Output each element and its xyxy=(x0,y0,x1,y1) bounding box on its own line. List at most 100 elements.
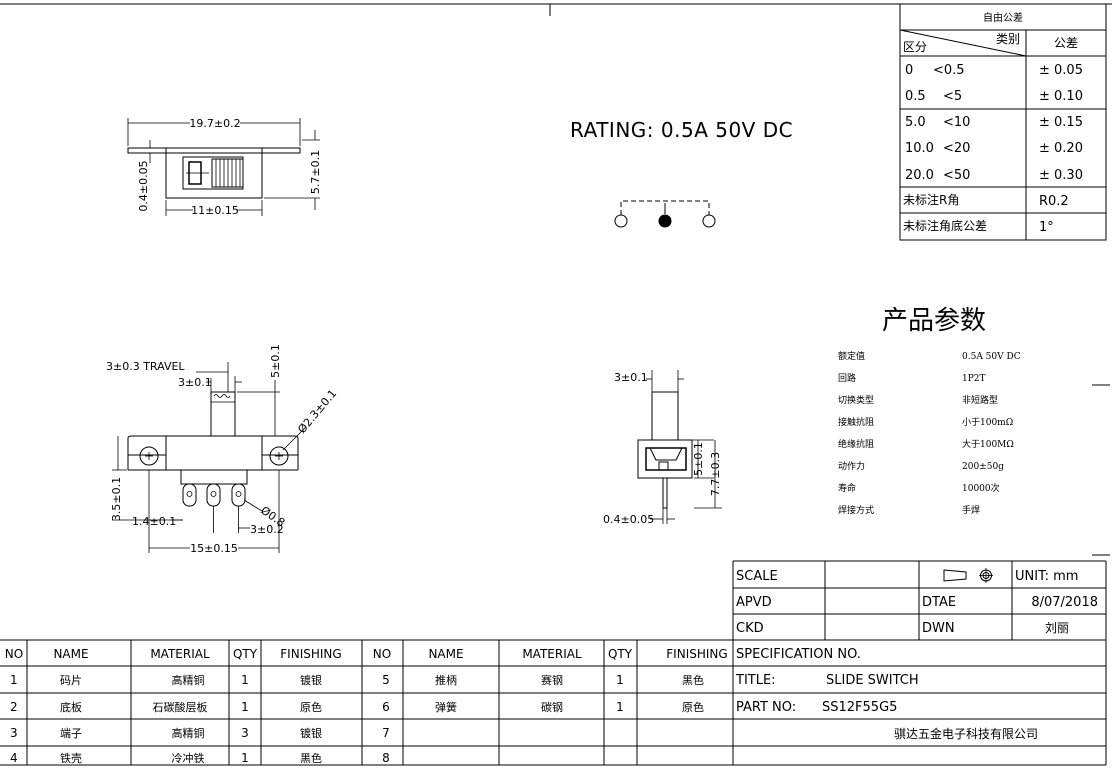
param-label: 焊接方式 xyxy=(838,504,874,516)
header-tolerance: 公差 xyxy=(1054,36,1078,50)
bom-cell: 弹簧 xyxy=(435,700,457,714)
param-value: 手焊 xyxy=(962,504,980,516)
bom-cell: 1 xyxy=(10,673,18,687)
tol-limit-1: <5 xyxy=(943,89,962,104)
tol-limit-0: <0.5 xyxy=(933,63,965,78)
bom-cell: 高精铜 xyxy=(172,673,205,687)
bom-cell: 铁壳 xyxy=(60,751,82,765)
bom-cell: 8 xyxy=(382,751,390,765)
tolerance-title: 自由公差 xyxy=(983,11,1023,24)
spec-no: SPECIFICATION NO. xyxy=(736,647,861,662)
tolerance-table: 自由公差 类别 区分 公差 0 <0.5 ± 0.05 0.5 <5 ± 0.1… xyxy=(899,3,1107,241)
bom-cell: 赛钢 xyxy=(541,673,563,687)
company-name: 骐达五金电子科技有限公司 xyxy=(894,726,1038,741)
tol-range-0: 0 xyxy=(905,63,913,78)
bom-cell: 镀银 xyxy=(300,673,322,687)
angle-value: 1° xyxy=(1039,220,1054,235)
bom-cell: 底板 xyxy=(60,700,82,714)
param-value: 非短路型 xyxy=(962,394,998,406)
bom-cell: 原色 xyxy=(300,700,322,714)
bom-cell: 推柄 xyxy=(435,673,457,687)
bom-cell: 1 xyxy=(616,673,624,687)
scale-label: SCALE xyxy=(736,569,778,584)
param-label: 接触抗阻 xyxy=(838,416,874,428)
param-value: 1P2T xyxy=(962,374,986,384)
projection-symbol xyxy=(943,568,993,583)
side-dim-a: 5±0.1 xyxy=(692,442,705,476)
part-label: PART NO: xyxy=(736,700,796,715)
side-dim-b: 7.7±0.3 xyxy=(709,452,722,496)
tol-limit-2: <10 xyxy=(943,115,970,130)
top-view: 19.7±0.2 11±0.15 5.7±0.1 0.4±0.05 xyxy=(127,117,322,217)
radius-value: R0.2 xyxy=(1039,194,1069,209)
side-knob-dim: 3±0.1 xyxy=(614,371,648,384)
bom-cell: 码片 xyxy=(60,674,82,687)
bom-row: 2 底板 石碳酸层板 1 原色 6 弹簧 碳钢 1 原色 xyxy=(10,700,704,714)
top-plate-dim: 0.4±0.05 xyxy=(137,160,150,211)
tol-value-3: ± 0.20 xyxy=(1039,141,1083,156)
bom-header-cell: NAME xyxy=(428,647,463,661)
bom-cell: 黑色 xyxy=(300,751,322,765)
bom-cell: 冷冲铁 xyxy=(172,751,205,765)
bom-cell: 黑色 xyxy=(682,673,704,687)
bom-cell: 镀银 xyxy=(300,726,322,740)
param-value: 0.5A 50V DC xyxy=(962,352,1021,362)
rating-text: RATING: 0.5A 50V DC xyxy=(570,118,793,142)
bom-cell: 石碳酸层板 xyxy=(153,700,208,714)
tol-value-0: ± 0.05 xyxy=(1039,63,1083,78)
dwn-value: 刘丽 xyxy=(1045,621,1069,635)
bom-cell: 碳钢 xyxy=(541,700,563,714)
title-block: SCALE UNIT: mm APVD DTAE 8/07/2018 CKD D… xyxy=(732,560,1107,765)
bom-cell: 1 xyxy=(241,700,249,714)
front-height-dim: 3.5±0.1 xyxy=(110,477,123,521)
knob-height-dim: 5±0.1 xyxy=(269,344,282,378)
span-dim: 15±0.15 xyxy=(190,542,238,555)
bom-row: 4 铁壳 冷冲铁 1 黑色 8 xyxy=(10,751,390,765)
unit-label: UNIT: mm xyxy=(1015,569,1078,584)
hole-dim: Ø2.3±0.1 xyxy=(295,387,339,436)
param-label: 回路 xyxy=(838,372,856,384)
title-label: TITLE: xyxy=(735,673,776,688)
pin-offset-dim: 1.4±0.1 xyxy=(132,515,176,528)
bom-header-cell: FINISHING xyxy=(666,647,727,661)
bom-cell: 6 xyxy=(382,700,390,714)
header-category: 类别 xyxy=(996,32,1020,46)
side-view: 3±0.1 5±0.1 7.7±0.3 0.4±0.05 xyxy=(603,370,722,526)
bom-row: 1 码片 高精铜 1 镀银 5 推柄 赛钢 1 黑色 xyxy=(10,673,704,687)
side-plate-dim: 0.4±0.05 xyxy=(603,513,654,526)
radius-label: 未标注R角 xyxy=(903,192,959,207)
bom-header-cell: QTY xyxy=(608,647,633,661)
bom-header-cell: FINISHING xyxy=(280,647,341,661)
bom-cell: 2 xyxy=(10,700,18,714)
bom-header-cell: MATERIAL xyxy=(522,647,582,661)
bom-cell: 1 xyxy=(241,673,249,687)
product-parameters: 产品参数 额定值 0.5A 50V DC 回路 1P2T 切换类型 非短路型 接… xyxy=(838,306,1021,516)
bom-cell: 3 xyxy=(10,726,18,740)
bom-header-cell: QTY xyxy=(233,647,258,661)
top-body-dim: 11±0.15 xyxy=(191,204,239,217)
bom-header-cell: NAME xyxy=(53,647,88,661)
angle-label: 未标注角底公差 xyxy=(903,218,987,233)
bom-header-cell: NO xyxy=(373,647,391,661)
title-value: SLIDE SWITCH xyxy=(826,673,919,688)
tol-limit-4: <50 xyxy=(943,168,970,183)
param-value: 10000次 xyxy=(962,482,1000,494)
bom-cell: 高精铜 xyxy=(172,726,205,740)
ckd-label: CKD xyxy=(736,621,764,636)
travel-dim: 3±0.3 TRAVEL xyxy=(106,360,185,373)
tol-limit-3: <20 xyxy=(943,141,970,156)
tol-range-4: 20.0 xyxy=(905,168,934,183)
date-label: DTAE xyxy=(922,595,956,610)
top-height-dim: 5.7±0.1 xyxy=(309,150,322,194)
param-label: 绝缘抗阻 xyxy=(838,438,874,450)
param-label: 动作力 xyxy=(838,460,865,472)
apvd-label: APVD xyxy=(736,595,772,610)
param-value: 大于100MΩ xyxy=(962,438,1014,450)
param-value: 小于100mΩ xyxy=(962,417,1013,428)
bom-cell: 1 xyxy=(241,751,249,765)
bom-cell: 3 xyxy=(241,726,249,740)
tol-range-1: 0.5 xyxy=(905,89,926,104)
param-label: 寿命 xyxy=(838,482,856,494)
header-section: 区分 xyxy=(903,40,927,54)
